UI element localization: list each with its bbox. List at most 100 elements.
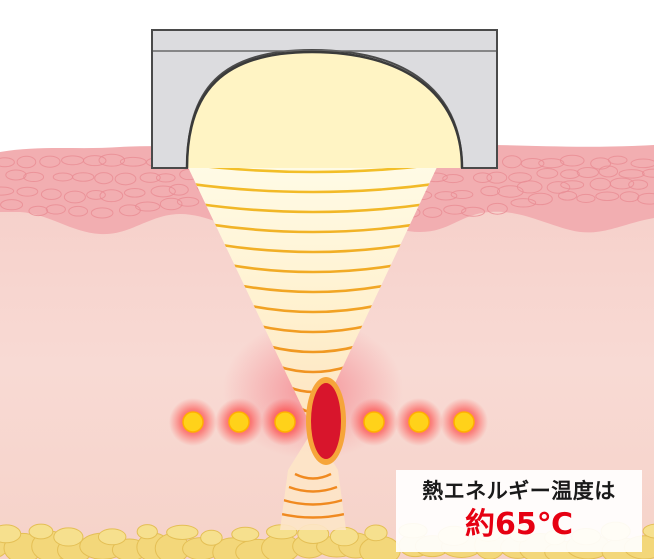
epidermis-cell <box>641 168 654 178</box>
wave-arc <box>257 324 369 334</box>
epidermis-cell <box>609 177 635 190</box>
caption-heat-energy-label: 熱エネルギー温度は <box>422 479 616 503</box>
epidermis-cell <box>90 207 114 219</box>
epidermis-cell <box>590 157 612 170</box>
epidermis-cell <box>450 189 474 200</box>
focal-point <box>306 377 346 465</box>
epidermis-cell <box>527 192 553 206</box>
epidermis-cell <box>5 169 27 181</box>
epidermis-cell <box>628 179 649 190</box>
focal-point-core <box>311 383 341 459</box>
wave-arc <box>247 304 379 314</box>
epidermis-cell <box>472 172 493 183</box>
heating-point <box>182 411 204 433</box>
epidermis-cell <box>510 198 537 208</box>
epidermis-cell <box>0 157 15 168</box>
epidermis-cell <box>442 174 464 184</box>
wave-arc-lower <box>294 472 332 480</box>
epidermis-cell <box>94 172 114 185</box>
epidermis-cell <box>576 193 596 204</box>
epidermis-cell <box>486 171 508 184</box>
wave-arcs-lower <box>280 472 346 519</box>
epidermis-cell <box>538 158 565 169</box>
fat-globule <box>28 523 54 540</box>
wave-arc <box>267 344 359 354</box>
epidermis-cell <box>496 185 524 198</box>
epidermis-cell <box>576 166 599 178</box>
epidermis-cell <box>99 189 124 203</box>
epidermis-cell <box>16 186 39 197</box>
wave-arc-lower <box>288 485 338 493</box>
epidermis-cell <box>607 155 628 165</box>
epidermis-cell <box>159 197 183 211</box>
epidermis-cell <box>168 183 189 196</box>
fat-globule <box>364 524 388 542</box>
transducer <box>151 29 498 169</box>
epidermis-cell <box>536 168 559 179</box>
wave-arc-lower <box>282 498 344 506</box>
epidermis-cell <box>557 190 578 201</box>
fat-globule <box>53 527 84 547</box>
epidermis-cell <box>123 187 146 198</box>
epidermis-cell <box>155 173 176 183</box>
heating-point <box>274 411 296 433</box>
wave-arc <box>187 182 438 194</box>
epidermis-cell <box>546 181 571 194</box>
epidermis-cell <box>68 205 89 217</box>
fat-globule <box>97 528 127 546</box>
heating-points <box>169 398 488 446</box>
epidermis-cell <box>23 171 45 183</box>
caption-temperature-value: 約65℃ <box>464 507 574 542</box>
epidermis-cell <box>630 158 654 169</box>
epidermis-cell <box>82 155 107 167</box>
epidermis-cell <box>461 206 486 217</box>
epidermis-cell <box>422 207 443 218</box>
heating-point <box>453 411 475 433</box>
wave-arc <box>277 365 349 374</box>
heating-point <box>363 411 385 433</box>
epidermis-cell <box>480 185 501 197</box>
epidermis-cell <box>135 201 161 212</box>
fat-globule <box>200 529 223 546</box>
wave-arc <box>217 243 409 254</box>
epidermis-cell <box>16 155 37 169</box>
epidermis-cell <box>0 199 24 211</box>
heating-point <box>408 411 430 433</box>
ultrasound-beam <box>187 165 438 430</box>
epidermis-cell <box>119 156 147 167</box>
epidermis-cell <box>28 205 49 217</box>
epidermis-cell <box>486 202 508 215</box>
wave-arc-lower <box>280 511 346 519</box>
fat-globule <box>642 523 654 539</box>
epidermis-cell <box>72 172 95 182</box>
epidermis-cell <box>0 186 15 196</box>
ultrasound-beam-lower <box>280 430 346 530</box>
epidermis-cell <box>560 169 580 179</box>
epidermis-cell <box>636 192 654 205</box>
epidermis-cell <box>508 172 532 183</box>
epidermis-cell <box>86 189 106 200</box>
fat-globule <box>0 524 22 544</box>
heating-point <box>228 411 250 433</box>
fat-globule <box>166 524 199 540</box>
epidermis-cell <box>598 165 619 178</box>
epidermis-cell <box>618 169 645 179</box>
epidermis-cell <box>559 154 585 167</box>
epidermis-cell <box>176 196 200 207</box>
epidermis-cell <box>45 204 66 215</box>
wave-arc <box>237 283 389 294</box>
wave-arc <box>227 263 399 274</box>
wave-arc <box>207 222 419 234</box>
epidermis-cell <box>516 180 543 194</box>
epidermis-cell <box>139 172 161 183</box>
fat-globule <box>136 524 158 540</box>
epidermis-cell <box>39 155 61 168</box>
epidermis-cell <box>63 190 86 204</box>
transducer-lens <box>185 50 464 169</box>
epidermis-cell <box>595 191 620 202</box>
epidermis-cell <box>114 172 137 186</box>
wave-arc <box>197 202 429 214</box>
epidermis-cell <box>40 188 62 201</box>
epidermis-cell <box>560 180 585 190</box>
